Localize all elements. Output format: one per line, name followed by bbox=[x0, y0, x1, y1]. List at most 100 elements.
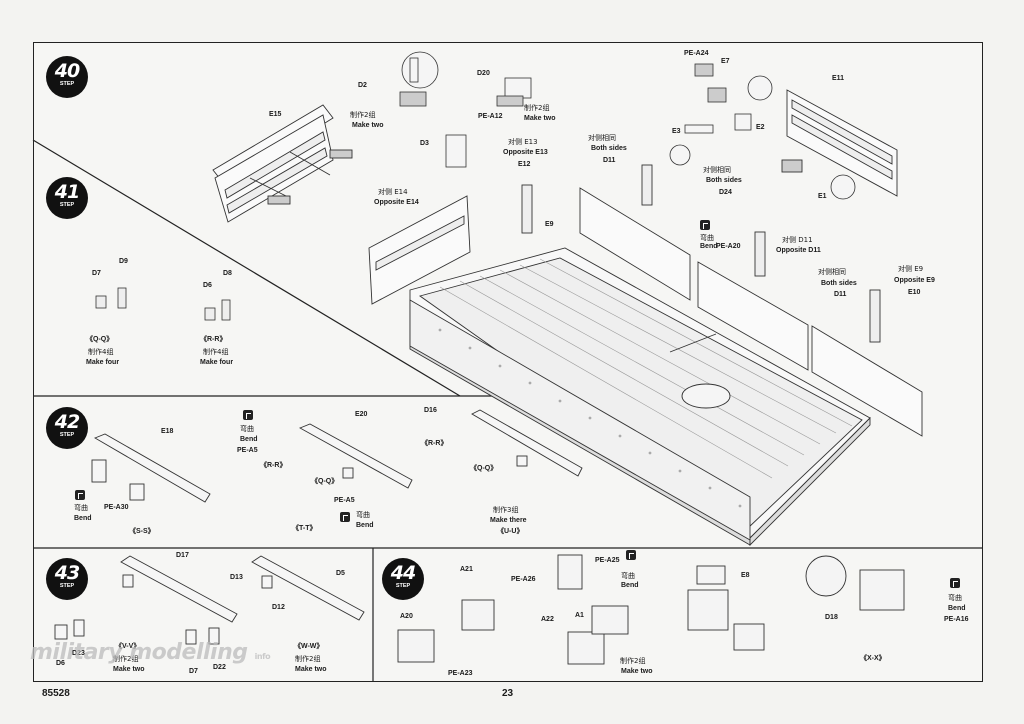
watermark-text: military modelling bbox=[30, 640, 248, 665]
part-label: E18 bbox=[161, 428, 174, 435]
section-label: 《W-W》 bbox=[294, 643, 324, 650]
part-label: D11 bbox=[603, 157, 616, 164]
watermark: military modelling info bbox=[30, 640, 271, 665]
part-label: PE-A23 bbox=[448, 670, 473, 677]
part-label: D6 bbox=[56, 660, 65, 667]
part-label: D23 bbox=[72, 650, 85, 657]
section-label: 《Q-Q》 bbox=[470, 465, 498, 472]
divider-step40-41 bbox=[32, 139, 461, 397]
page-number: 23 bbox=[502, 688, 514, 699]
side-rail-e15 bbox=[212, 104, 353, 223]
instruction-zh: 对侧 E13 bbox=[508, 138, 538, 146]
step43-members bbox=[54, 555, 365, 645]
instruction-zh: 制作3组 bbox=[493, 506, 519, 514]
part-label: D24 bbox=[719, 189, 732, 196]
instruction-zh: 制作2组 bbox=[620, 657, 646, 665]
part-label: D11 bbox=[834, 291, 847, 298]
part-label: E11 bbox=[832, 75, 845, 82]
instruction-en: Make two bbox=[352, 122, 384, 129]
section-label: 《S-S》 bbox=[129, 528, 155, 535]
part-label: PE-A20 bbox=[716, 243, 741, 250]
step-word: STEP bbox=[59, 583, 75, 589]
watermark-subtext: info bbox=[254, 652, 271, 661]
step-42-badge: 42 STEP bbox=[46, 407, 88, 449]
instruction-en: Both sides bbox=[591, 145, 627, 152]
part-label: E9 bbox=[545, 221, 554, 228]
step44-parts bbox=[397, 554, 905, 665]
instruction-en: Make there bbox=[490, 517, 527, 524]
part-label: A22 bbox=[541, 616, 554, 623]
instruction-en: Opposite E13 bbox=[503, 149, 548, 156]
instruction-zh: 对侧 E9 bbox=[898, 265, 924, 273]
section-label: 《T-T》 bbox=[292, 525, 317, 532]
section-label: 《R-R》 bbox=[260, 462, 287, 469]
part-label: A1 bbox=[575, 612, 584, 619]
part-label: A21 bbox=[460, 566, 473, 573]
part-label: D3 bbox=[420, 140, 429, 147]
instruction-zh: 对侧相同 bbox=[588, 134, 616, 142]
side-frame-e11 bbox=[781, 89, 898, 197]
step42-members bbox=[91, 409, 583, 503]
part-label: D5 bbox=[336, 570, 345, 577]
section-label: 《X-X》 bbox=[860, 655, 886, 662]
part-label: PE-A5 bbox=[237, 447, 258, 454]
instruction-zh: 对侧相同 bbox=[818, 268, 846, 276]
part-label: D18 bbox=[825, 614, 838, 621]
instruction-en: Make two bbox=[524, 115, 556, 122]
instruction-en: Bend bbox=[74, 515, 92, 522]
instruction-en: Bend bbox=[621, 582, 639, 589]
part-label: E3 bbox=[672, 128, 681, 135]
part-label: E12 bbox=[518, 161, 531, 168]
step-41-badge: 41 STEP bbox=[46, 177, 88, 219]
instruction-zh: 制作2组 bbox=[524, 104, 550, 112]
part-label: PE-A24 bbox=[684, 50, 709, 57]
instruction-zh: 弯曲 bbox=[240, 425, 254, 433]
panel-d11 bbox=[579, 187, 691, 301]
part-label: E20 bbox=[355, 411, 368, 418]
instruction-zh: 弯曲 bbox=[621, 572, 635, 580]
panel-e9 bbox=[811, 325, 923, 437]
instruction-zh: 对侧相同 bbox=[703, 166, 731, 174]
step-number: 41 bbox=[54, 181, 80, 203]
section-label: 《Q-Q》 bbox=[311, 478, 339, 485]
part-label: E2 bbox=[756, 124, 765, 131]
instruction-en: Make two bbox=[295, 666, 327, 673]
part-label: E1 bbox=[818, 193, 827, 200]
step-word: STEP bbox=[59, 202, 75, 208]
part-label: PE-A25 bbox=[595, 557, 620, 564]
section-label: 《R-R》 bbox=[200, 336, 227, 343]
cargo-bed bbox=[409, 247, 871, 547]
step-number: 44 bbox=[390, 562, 416, 584]
part-label: D2 bbox=[358, 82, 367, 89]
part-label: E10 bbox=[908, 289, 921, 296]
section-label: 《R-R》 bbox=[421, 440, 448, 447]
instruction-zh: 弯曲 bbox=[356, 511, 370, 519]
bend-icon bbox=[340, 512, 350, 522]
section-label: 《Q-Q》 bbox=[86, 336, 114, 343]
instruction-en: Opposite D11 bbox=[776, 247, 821, 254]
step40-small-parts bbox=[399, 51, 856, 200]
panel-d11-b bbox=[697, 261, 809, 371]
part-label: A20 bbox=[400, 613, 413, 620]
instruction-zh: 制作2组 bbox=[295, 655, 321, 663]
part-label: PE-A5 bbox=[334, 497, 355, 504]
instruction-en: Make two bbox=[113, 666, 145, 673]
instruction-zh: 对侧 D11 bbox=[782, 236, 813, 244]
part-label: D22 bbox=[213, 664, 226, 671]
part-label: PE-A30 bbox=[104, 504, 129, 511]
step-number: 42 bbox=[54, 411, 80, 433]
panel-e14 bbox=[368, 195, 471, 305]
section-label: 《V-V》 bbox=[115, 643, 141, 650]
part-label: E15 bbox=[269, 111, 282, 118]
instruction-zh: 弯曲 bbox=[74, 504, 88, 512]
bend-icon bbox=[950, 578, 960, 588]
instruction-zh: 对侧 E14 bbox=[378, 188, 408, 196]
bend-icon bbox=[243, 410, 253, 420]
part-label: PE-A12 bbox=[478, 113, 503, 120]
step-43-badge: 43 STEP bbox=[46, 558, 88, 600]
instruction-zh: 制作2组 bbox=[350, 111, 376, 119]
part-label: D7 bbox=[92, 270, 101, 277]
kit-number: 85528 bbox=[42, 688, 70, 699]
step-word: STEP bbox=[59, 81, 75, 87]
